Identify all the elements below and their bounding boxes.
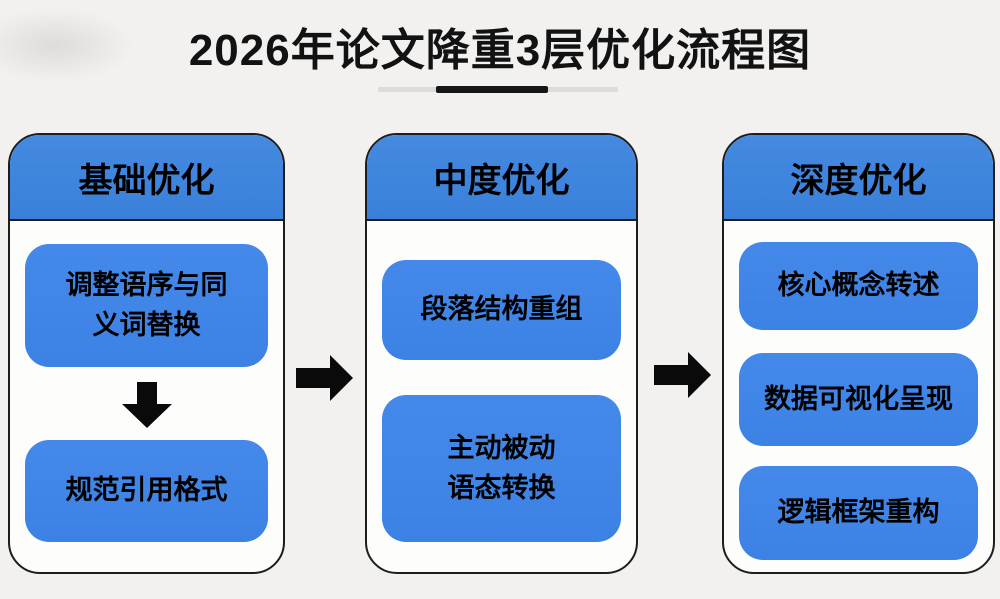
process-box-logic-framework: 逻辑框架重构 (739, 466, 978, 560)
card-deep-body: 核心概念转述 数据可视化呈现 逻辑框架重构 (724, 221, 993, 572)
process-box-voice-conversion: 主动被动 语态转换 (382, 395, 621, 542)
card-basic-optimization: 基础优化 调整语序与同 义词替换 规范引用格式 (8, 133, 285, 574)
card-medium-header: 中度优化 (367, 135, 636, 221)
process-box-label: 数据可视化呈现 (764, 383, 953, 414)
process-box-concept-paraphrase: 核心概念转述 (739, 242, 978, 330)
right-arrow-icon (296, 355, 353, 401)
process-box-label: 调整语序与同 义词替换 (65, 270, 228, 340)
process-box-adjust-word-order: 调整语序与同 义词替换 (25, 244, 268, 367)
title-divider-accent (436, 86, 548, 93)
card-deep-optimization: 深度优化 核心概念转述 数据可视化呈现 逻辑框架重构 (722, 133, 995, 574)
card-medium-optimization: 中度优化 段落结构重组 主动被动 语态转换 (365, 133, 638, 574)
right-arrow-icon (654, 352, 711, 398)
background-smudge (0, 8, 135, 83)
card-medium-body: 段落结构重组 主动被动 语态转换 (367, 221, 636, 572)
card-basic-header: 基础优化 (10, 135, 283, 221)
process-box-label: 规范引用格式 (65, 475, 228, 506)
down-arrow-icon (121, 382, 172, 428)
process-box-paragraph-restructure: 段落结构重组 (382, 260, 621, 360)
process-box-label: 核心概念转述 (777, 270, 940, 301)
card-deep-header: 深度优化 (724, 135, 993, 221)
page-title: 2026年论文降重3层优化流程图 (188, 26, 812, 75)
process-box-data-visualization: 数据可视化呈现 (739, 353, 978, 446)
process-box-label: 段落结构重组 (420, 294, 583, 325)
title-divider (378, 86, 618, 93)
process-box-label: 逻辑框架重构 (777, 497, 940, 528)
process-box-label: 主动被动 语态转换 (447, 433, 556, 503)
process-box-citation-format: 规范引用格式 (25, 440, 268, 542)
card-basic-body: 调整语序与同 义词替换 规范引用格式 (10, 221, 283, 572)
